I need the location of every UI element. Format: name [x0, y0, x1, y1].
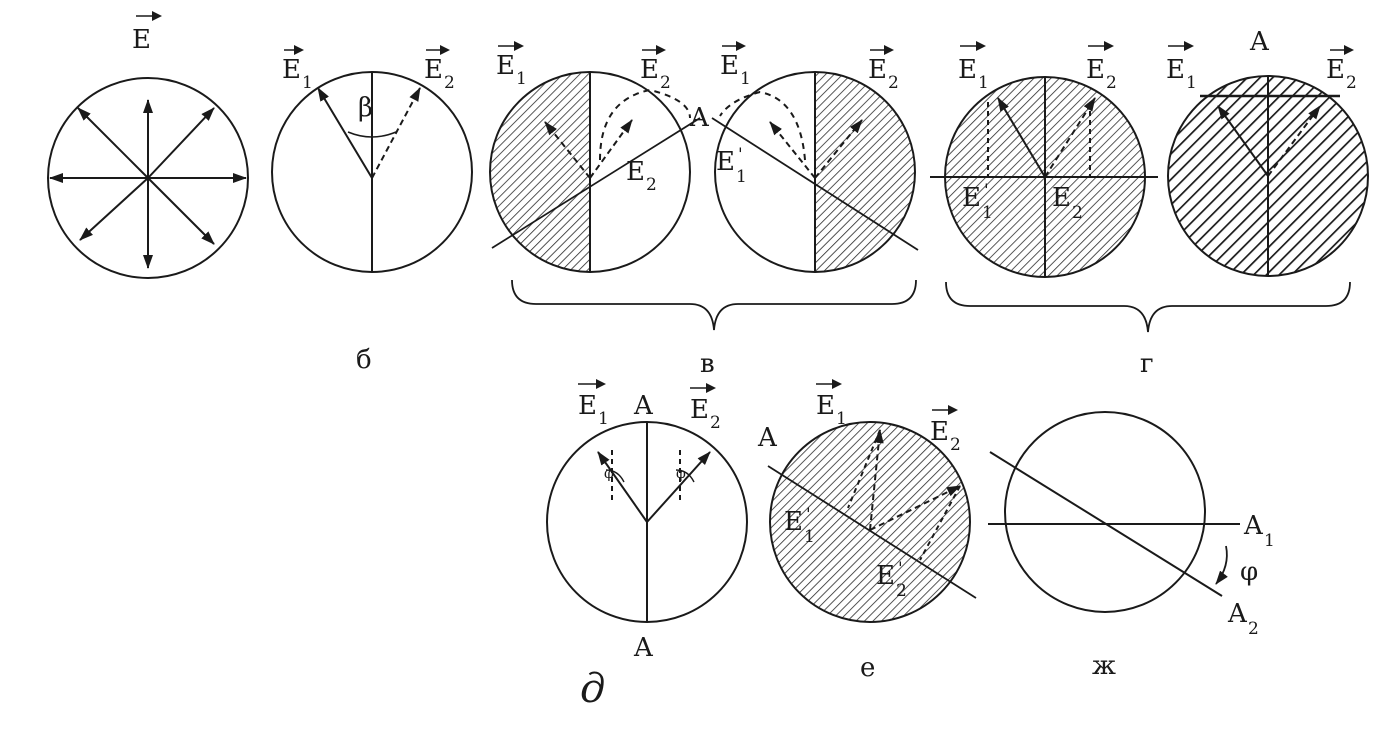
figure-g-right — [1167, 41, 1369, 277]
circle-e — [769, 421, 971, 623]
label-g2-E2: E — [1326, 55, 1345, 85]
labels: E E 1 E 2 β E 1 E 2 A E 2 E 1 E 2 E 1 ' … — [132, 25, 1357, 712]
svg-text:2: 2 — [1106, 73, 1117, 93]
caption-g: г — [1140, 349, 1154, 379]
label-d-phi-left: φ — [604, 466, 614, 482]
svg-text:2: 2 — [444, 73, 455, 93]
label-e-E2prime: E — [876, 561, 895, 591]
svg-text:1: 1 — [1264, 531, 1275, 551]
label-b-E1: E — [282, 55, 301, 85]
svg-text:1: 1 — [736, 167, 747, 187]
label-d-phi-right: φ — [676, 466, 686, 482]
svg-text:': ' — [738, 145, 743, 165]
label-v-E2prime: E — [626, 157, 645, 187]
label-v-E2: E — [640, 55, 659, 85]
svg-text:1: 1 — [1186, 73, 1197, 93]
svg-text:2: 2 — [1072, 203, 1083, 223]
svg-text:2: 2 — [660, 73, 671, 93]
svg-text:2: 2 — [896, 581, 907, 601]
label-v2-E1prime: E — [716, 147, 735, 177]
svg-text:1: 1 — [598, 409, 609, 429]
caption-e: е — [860, 653, 875, 683]
label-d-E2: E — [690, 395, 709, 425]
circle-a — [47, 77, 249, 279]
figure-e — [767, 379, 977, 623]
caption-b: б — [356, 345, 372, 375]
caption-v: в — [700, 349, 715, 379]
label-g2-E1: E — [1166, 55, 1185, 85]
caption-d: д — [580, 666, 605, 712]
label-zh-A1: A — [1243, 511, 1264, 541]
label-v2-E2: E — [868, 55, 887, 85]
svg-text:1: 1 — [836, 409, 847, 429]
figure-b — [271, 45, 473, 273]
svg-text:1: 1 — [516, 69, 527, 89]
label-d-A-top: A — [633, 391, 654, 421]
figure-d — [546, 379, 748, 623]
caption-zh: ж — [1092, 651, 1116, 681]
svg-text:2: 2 — [1346, 73, 1357, 93]
svg-text:': ' — [898, 559, 903, 579]
label-e-E1prime: E — [784, 507, 803, 537]
figure-g-left — [930, 41, 1158, 278]
brace-v — [511, 279, 917, 331]
svg-text:1: 1 — [740, 69, 751, 89]
label-b-E2: E — [424, 55, 443, 85]
svg-text:': ' — [984, 181, 989, 201]
label-g-E1prime: E — [962, 183, 981, 213]
label-zh-phi: φ — [1240, 557, 1258, 587]
brace-g — [945, 281, 1351, 333]
svg-text:1: 1 — [982, 203, 993, 223]
svg-text:2: 2 — [710, 413, 721, 433]
figure-a — [47, 11, 249, 279]
star-arrows — [49, 99, 247, 269]
label-beta: β — [358, 93, 373, 123]
label-d-E1: E — [578, 391, 597, 421]
svg-text:2: 2 — [646, 175, 657, 195]
svg-text:1: 1 — [302, 73, 313, 93]
label-g-E2: E — [1086, 55, 1105, 85]
label-zh-A2: A — [1227, 599, 1248, 629]
label-g2-A: A — [1249, 27, 1270, 57]
svg-text:2: 2 — [888, 73, 899, 93]
figure-zh — [988, 411, 1240, 613]
svg-text:1: 1 — [978, 73, 989, 93]
svg-text:2: 2 — [1248, 619, 1259, 639]
svg-text:': ' — [806, 505, 811, 525]
label-g-E1: E — [958, 55, 977, 85]
circle-zh — [1004, 411, 1206, 613]
label-e-A: A — [757, 423, 778, 453]
svg-text:2: 2 — [950, 435, 961, 455]
label-v-A: A — [689, 103, 710, 133]
label-v2-E1: E — [720, 51, 739, 81]
svg-text:1: 1 — [804, 527, 815, 547]
label-E: E — [132, 25, 151, 55]
label-e-E2: E — [930, 417, 949, 447]
label-d-A-bottom: A — [633, 633, 654, 663]
label-g-E2prime: E — [1052, 183, 1071, 213]
label-e-E1: E — [816, 391, 835, 421]
label-v-E1: E — [496, 51, 515, 81]
